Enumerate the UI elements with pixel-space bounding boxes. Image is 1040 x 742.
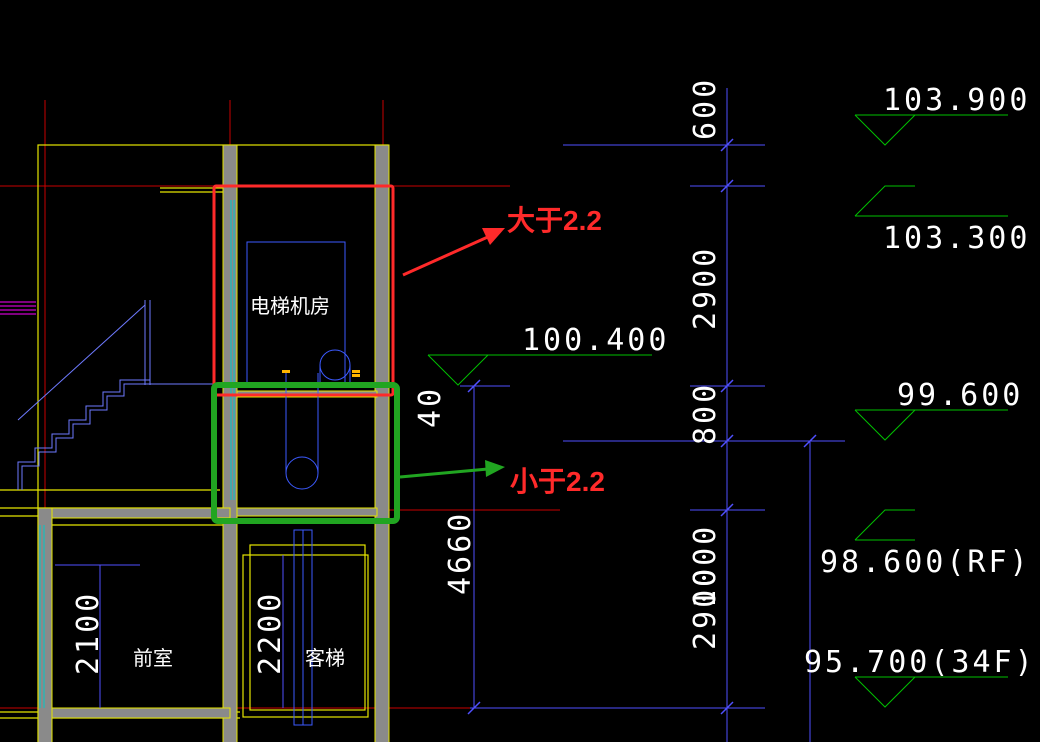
dim-2900-top: 2900 bbox=[688, 246, 723, 330]
dim-4660: 4660 bbox=[443, 511, 478, 595]
elevator-machine bbox=[246, 241, 351, 726]
level-103900: 103.900 bbox=[883, 83, 1030, 118]
dim-2200: 2200 bbox=[253, 591, 288, 675]
dim-1000: 1000 bbox=[688, 524, 723, 608]
level-103300: 103.300 bbox=[883, 221, 1030, 256]
annotation-less: 小于2.2 bbox=[510, 466, 605, 497]
below-room-highlight-box bbox=[211, 382, 400, 524]
room-machine-room: 电梯机房 bbox=[250, 294, 330, 318]
cyan-details bbox=[39, 200, 235, 708]
machine-room-highlight-box bbox=[212, 184, 395, 397]
machine-markers bbox=[282, 370, 360, 377]
level-markers bbox=[427, 114, 1008, 708]
level-100400: 100.400 bbox=[522, 323, 669, 358]
red-arrow bbox=[402, 228, 505, 277]
annotation-greater: 大于2.2 bbox=[507, 205, 602, 236]
dim-2900-bottom: 2900 bbox=[688, 566, 723, 650]
level-99600: 99.600 bbox=[897, 378, 1023, 413]
level-95700: 95.700(34F) bbox=[804, 645, 1036, 680]
level-98600: 98.600(RF) bbox=[820, 545, 1031, 580]
walls bbox=[37, 144, 390, 742]
room-labels: 电梯机房 前室 客梯 bbox=[133, 294, 345, 670]
room-passenger-elevator: 客梯 bbox=[305, 646, 345, 670]
dim-600: 600 bbox=[688, 77, 723, 140]
level-texts: 103.900 103.300 100.400 99.600 98.600(RF… bbox=[522, 83, 1036, 680]
room-anteroom: 前室 bbox=[133, 646, 173, 670]
dimension-texts: 600 2900 800 1000 2900 40 4660 2100 2200 bbox=[71, 77, 723, 675]
dimension-lines bbox=[55, 88, 845, 742]
green-arrow bbox=[399, 460, 505, 479]
dim-2100: 2100 bbox=[71, 591, 106, 675]
stair bbox=[17, 300, 223, 490]
pink-lines bbox=[0, 301, 36, 315]
dim-40: 40 bbox=[413, 386, 448, 428]
dim-800: 800 bbox=[688, 382, 723, 445]
